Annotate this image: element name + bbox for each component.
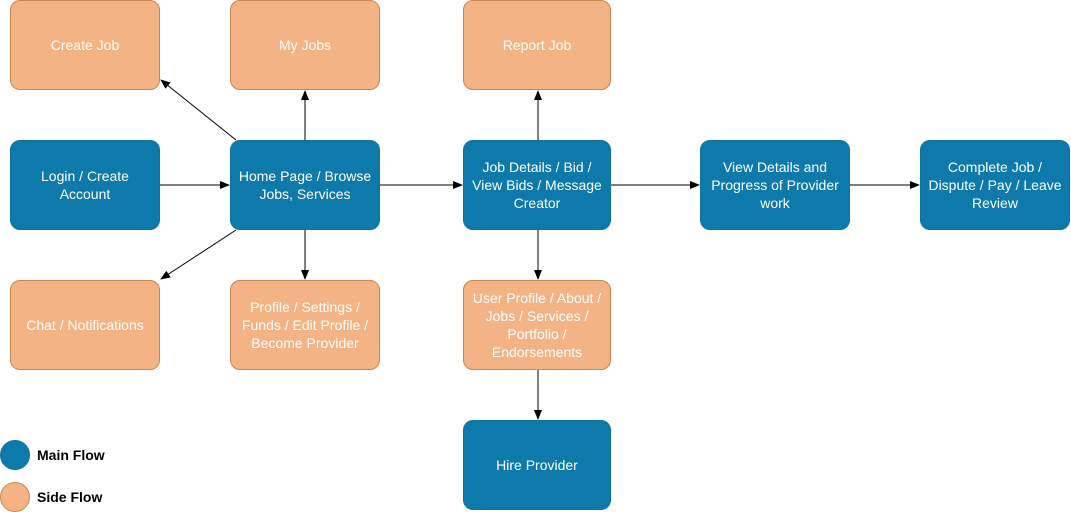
node-home-page: Home Page / Browse Jobs, Services [230, 140, 380, 230]
node-user-profile: User Profile / About / Jobs / Services /… [463, 280, 611, 370]
node-view-details: View Details and Progress of Provider wo… [700, 140, 850, 230]
legend-side-label: Side Flow [37, 489, 103, 505]
legend-main-flow: Main Flow [0, 440, 105, 470]
node-report-job: Report Job [463, 0, 611, 90]
node-my-jobs: My Jobs [230, 0, 380, 90]
node-create-job: Create Job [10, 0, 160, 90]
node-profile-settings: Profile / Settings / Funds / Edit Profil… [230, 280, 380, 370]
node-chat-notifications: Chat / Notifications [10, 280, 160, 370]
node-job-details: Job Details / Bid / View Bids / Message … [463, 140, 611, 230]
legend-side-flow: Side Flow [0, 482, 102, 512]
edge-home-to-create-job [160, 79, 237, 141]
node-hire-provider: Hire Provider [463, 420, 611, 510]
edge-home-to-chat [160, 229, 237, 280]
node-login-create-account: Login / Create Account [10, 140, 160, 230]
legend-main-label: Main Flow [37, 447, 105, 463]
legend-main-swatch [0, 440, 30, 470]
node-complete-job: Complete Job / Dispute / Pay / Leave Rev… [920, 140, 1070, 230]
legend-side-swatch [0, 482, 30, 512]
